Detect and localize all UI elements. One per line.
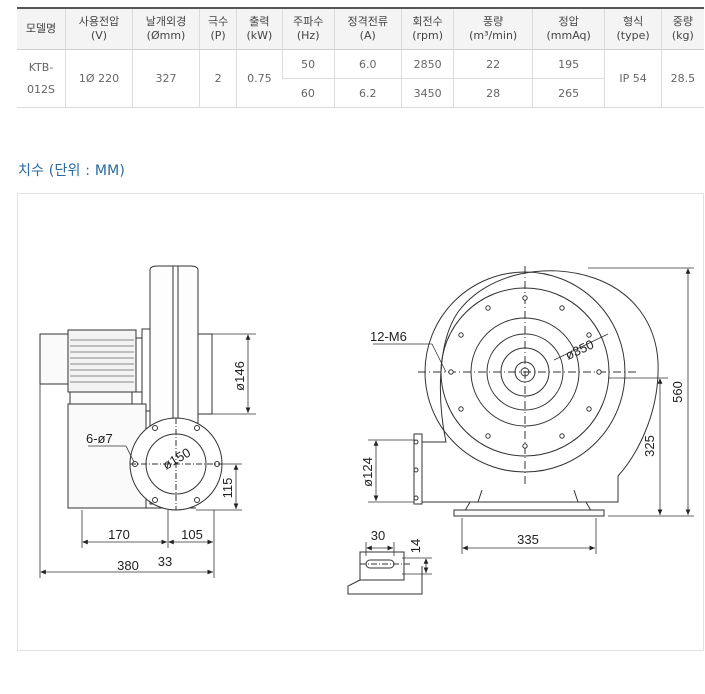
dim-overall-length: 380 — [117, 558, 139, 573]
dimension-drawing: ø146 6-ø7 ø150 115 170 105 33 380 — [17, 193, 704, 651]
cell-voltage: 1Ø 220 — [65, 49, 133, 108]
header-pressure: 정압(mmAq) — [531, 8, 605, 50]
spec-row: KTB-012S 1Ø 220 327 2 0.75 50 6.0 2850 2… — [17, 49, 704, 108]
dim-base-right: 105 — [181, 527, 203, 542]
cell-pressure: 265 — [531, 78, 605, 108]
header-type: 형식(type) — [604, 8, 662, 50]
cell-current: 6.0 — [333, 49, 402, 79]
cell-type: IP 54 — [604, 49, 662, 108]
dim-base-gap: 33 — [158, 554, 172, 569]
section-title: 치수 (단위 : MM) — [18, 163, 126, 179]
header-impeller-diameter: 날개외경(Ømm) — [132, 8, 200, 50]
cell-frequency: 50 — [281, 49, 335, 79]
dim-slot-width: 30 — [371, 528, 385, 543]
cell-model: KTB-012S — [17, 49, 66, 108]
header-weight: 중량(kg) — [660, 8, 704, 50]
dim-outlet-size: ø124 — [360, 457, 375, 487]
cell-airflow: 22 — [453, 49, 533, 79]
header-current: 정격전류(A) — [333, 8, 402, 50]
cell-weight: 28.5 — [660, 49, 704, 108]
cell-current: 6.2 — [333, 78, 402, 108]
cell-impeller-diameter: 327 — [132, 49, 200, 108]
dim-slot-length: 14 — [408, 539, 423, 553]
header-model: 모델명 — [17, 8, 66, 50]
dim-outlet-diameter: ø146 — [232, 361, 247, 391]
dim-bolts: 12-M6 — [370, 329, 407, 344]
dim-overall-height: 560 — [670, 381, 685, 403]
dim-base-left: 170 — [108, 527, 130, 542]
cell-airflow: 28 — [453, 78, 533, 108]
cell-pressure: 195 — [531, 49, 605, 79]
cell-rpm: 2850 — [400, 49, 454, 79]
cell-output: 0.75 — [236, 49, 283, 108]
side-view-dims — [39, 333, 256, 578]
cell-poles: 2 — [198, 49, 237, 108]
dim-base-width: 335 — [517, 532, 539, 547]
dim-outlet-height: 115 — [220, 478, 235, 499]
front-view — [347, 266, 659, 595]
spec-header-row: 모델명 사용전압(V) 날개외경(Ømm) 극수(P) 출력(kW) 주파수(H… — [17, 8, 704, 50]
header-poles: 극수(P) — [198, 8, 237, 50]
cell-rpm: 3450 — [400, 78, 454, 108]
dim-holes: 6-ø7 — [86, 431, 113, 446]
header-rpm: 회전수(rpm) — [400, 8, 454, 50]
header-airflow: 풍량(m³/min) — [453, 8, 533, 50]
side-view — [39, 265, 223, 511]
spec-row: 60 6.2 3450 28 265 — [17, 78, 704, 108]
header-voltage: 사용전압(V) — [65, 8, 133, 50]
front-view-dims — [365, 267, 694, 575]
cell-frequency: 60 — [282, 78, 335, 108]
spec-table: 모델명 사용전압(V) 날개외경(Ømm) 극수(P) 출력(kW) 주파수(H… — [17, 7, 704, 108]
dim-center-height: 325 — [642, 435, 657, 457]
header-frequency: 주파수(Hz) — [281, 8, 335, 50]
blower-drawing-svg: ø146 6-ø7 ø150 115 170 105 33 380 — [39, 265, 694, 595]
header-output: 출력(kW) — [236, 8, 283, 50]
